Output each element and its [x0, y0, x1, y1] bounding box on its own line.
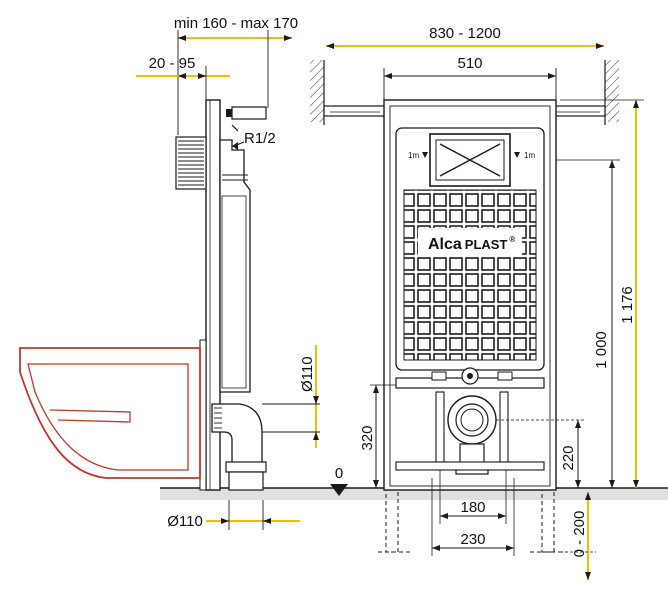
side-dimensions: min 160 - max 170 20 - 95 R1/2 Ø110 Ø110 — [136, 15, 320, 530]
button-label-right: 1m — [524, 151, 535, 160]
floor-shading — [160, 488, 668, 500]
drain-height-label: 320 — [359, 425, 376, 450]
wall-plate — [175, 136, 207, 190]
drain-diameter-bottom-label: Ø110 — [167, 513, 203, 530]
side-view — [19, 99, 267, 491]
foot-extension-label: 0 - 200 — [571, 511, 588, 558]
bolt-spacing-label: 180 — [460, 499, 485, 516]
width-range-label: 830 - 1200 — [429, 25, 501, 42]
drain-diameter-side-label: Ø110 — [299, 356, 316, 392]
floor-zero-marker — [330, 484, 348, 496]
left-wall-hatch — [310, 60, 324, 122]
mounting-stud-left — [435, 391, 445, 463]
water-inlet-valve — [231, 106, 267, 120]
button-label-left: 1m — [408, 151, 419, 160]
water-inlet-label: R1/2 — [244, 130, 276, 147]
front-dimensions: 830 - 1200 510 1 176 1 000 320 0 220 — [326, 25, 644, 580]
frame-height-label: 1 000 — [593, 331, 610, 369]
depth-min-max-label: min 160 - max 170 — [174, 15, 298, 32]
foot-spacing-label: 230 — [460, 531, 485, 548]
floor-zero-label: 0 — [335, 465, 343, 482]
cistern-grid — [403, 189, 537, 361]
bolt-height-label: 220 — [560, 445, 577, 470]
brand-mark: ® — [509, 235, 515, 244]
frame-width-label: 510 — [457, 55, 482, 72]
side-cistern — [219, 139, 251, 393]
toilet-bowl — [19, 347, 201, 479]
offset-label: 20 - 95 — [149, 55, 196, 72]
brand-name-bold: Alca — [428, 236, 462, 253]
total-height-label: 1 176 — [619, 286, 636, 324]
brand-name-regular: PLAST — [465, 237, 508, 252]
right-wall-hatch — [605, 60, 619, 122]
mounting-stud-right — [499, 391, 509, 463]
